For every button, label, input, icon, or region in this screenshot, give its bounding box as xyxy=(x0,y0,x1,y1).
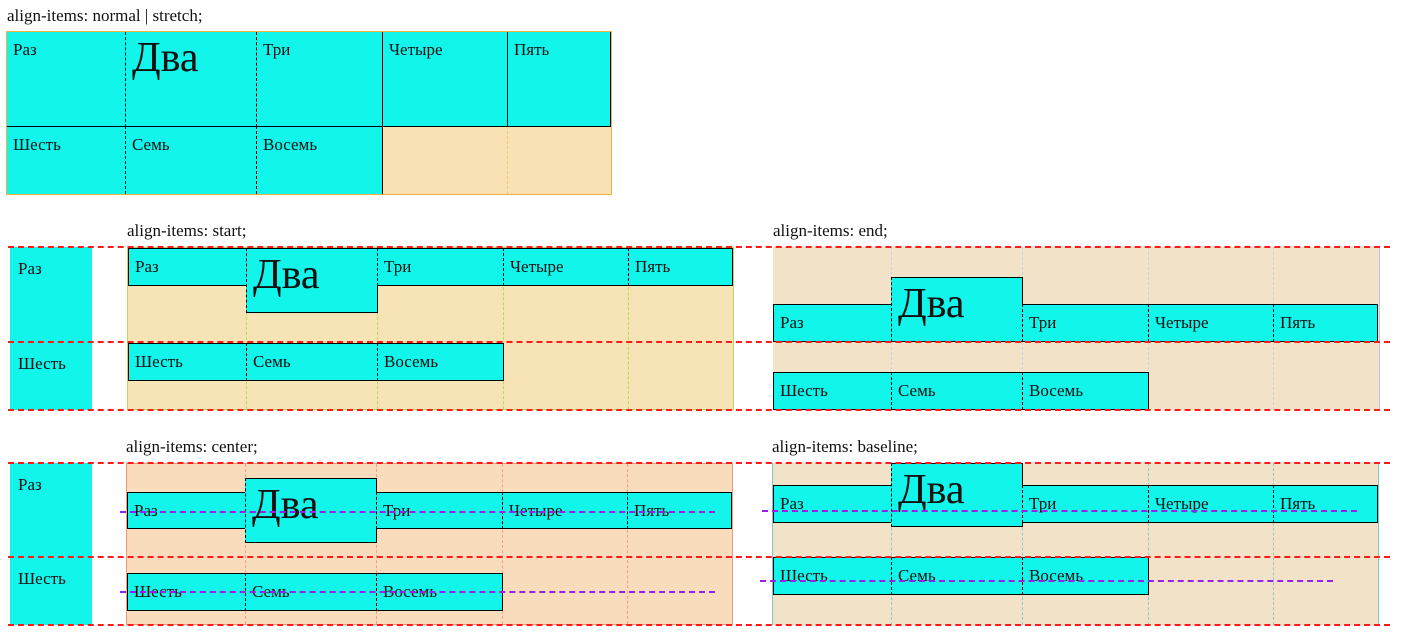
baseline-marker-line xyxy=(120,511,715,513)
caption-baseline: align-items: baseline; xyxy=(772,437,918,456)
grid-item: Раз xyxy=(128,248,247,286)
grid-item: Восемь xyxy=(377,343,504,381)
grid-container-stretch: Раз Два Три Четыре Пять Шесть Семь Восем… xyxy=(6,31,612,195)
side-label-row2: Шесть xyxy=(10,557,92,625)
grid-item: Пять xyxy=(1273,485,1378,523)
row-boundary-line xyxy=(8,246,1390,248)
grid-container-start: Раз Два Три Четыре Пять Шесть Семь Восем… xyxy=(127,247,734,410)
grid-item-large: Два xyxy=(246,248,378,313)
side-label-row2: Шесть xyxy=(10,342,92,410)
grid-line xyxy=(503,248,504,409)
baseline-marker-line xyxy=(120,591,715,593)
grid-item: Раз xyxy=(773,485,892,523)
grid-item: Шесть xyxy=(773,557,892,595)
grid-line xyxy=(1273,463,1274,625)
grid-item: Восемь xyxy=(1022,557,1149,595)
grid-item: Пять xyxy=(627,492,732,529)
grid-container-baseline: Раз Два Три Четыре Пять Шесть Семь Восем… xyxy=(772,463,1379,625)
row-boundary-line xyxy=(8,556,1390,558)
grid-item: Пять xyxy=(1273,304,1378,342)
grid-line xyxy=(1148,463,1149,625)
grid-item: Четыре xyxy=(1148,485,1274,523)
row-boundary-line xyxy=(8,409,1390,411)
caption-end: align-items: end; xyxy=(773,221,888,240)
grid-line xyxy=(245,464,246,624)
grid-item: Шесть xyxy=(128,343,247,381)
grid-item: Пять xyxy=(628,248,733,286)
grid-item: Раз xyxy=(7,32,126,127)
grid-item: Три xyxy=(1022,304,1149,342)
grid-item: Раз xyxy=(773,304,892,342)
grid-line xyxy=(1022,463,1023,625)
side-label-row1: Раз xyxy=(10,463,92,557)
grid-item: Три xyxy=(1022,485,1149,523)
grid-item: Семь xyxy=(125,126,257,194)
grid-item: Четыре xyxy=(1148,304,1274,342)
grid-item: Семь xyxy=(891,372,1023,410)
side-label-row1: Раз xyxy=(10,247,92,342)
baseline-marker-line xyxy=(760,580,1333,582)
grid-item-large: Два xyxy=(891,277,1023,342)
baseline-marker-line xyxy=(762,510,1357,512)
grid-item: Восемь xyxy=(256,126,383,194)
caption-center: align-items: center; xyxy=(126,437,258,456)
grid-line xyxy=(891,463,892,625)
grid-item: Три xyxy=(376,492,503,529)
grid-item: Шесть xyxy=(773,372,892,410)
grid-item: Пять xyxy=(507,32,611,127)
grid-line xyxy=(507,126,508,194)
grid-line xyxy=(627,464,628,624)
grid-line xyxy=(628,248,629,409)
row-boundary-line xyxy=(8,624,1390,626)
grid-line xyxy=(376,464,377,624)
grid-item-large: Два xyxy=(891,463,1023,527)
grid-container-end: Раз Два Три Четыре Пять Шесть Семь Восем… xyxy=(773,247,1380,410)
grid-item: Четыре xyxy=(382,32,508,127)
grid-line xyxy=(502,464,503,624)
row-boundary-line xyxy=(8,462,1390,464)
grid-item: Раз xyxy=(127,492,246,529)
grid-item: Четыре xyxy=(502,492,628,529)
grid-item: Четыре xyxy=(503,248,629,286)
grid-item: Восемь xyxy=(1022,372,1149,410)
grid-item: Три xyxy=(377,248,504,286)
grid-container-center: Раз Два Три Четыре Пять Шесть Семь Восем… xyxy=(126,463,733,625)
grid-item-large: Два xyxy=(125,32,257,127)
grid-item: Шесть xyxy=(7,126,126,194)
grid-line xyxy=(377,248,378,409)
caption-stretch: align-items: normal | stretch; xyxy=(7,6,203,25)
grid-item: Три xyxy=(256,32,383,127)
caption-start: align-items: start; xyxy=(127,221,247,240)
grid-line xyxy=(246,248,247,409)
grid-item: Семь xyxy=(891,557,1023,595)
grid-item: Семь xyxy=(246,343,378,381)
row-boundary-line xyxy=(8,341,1390,343)
